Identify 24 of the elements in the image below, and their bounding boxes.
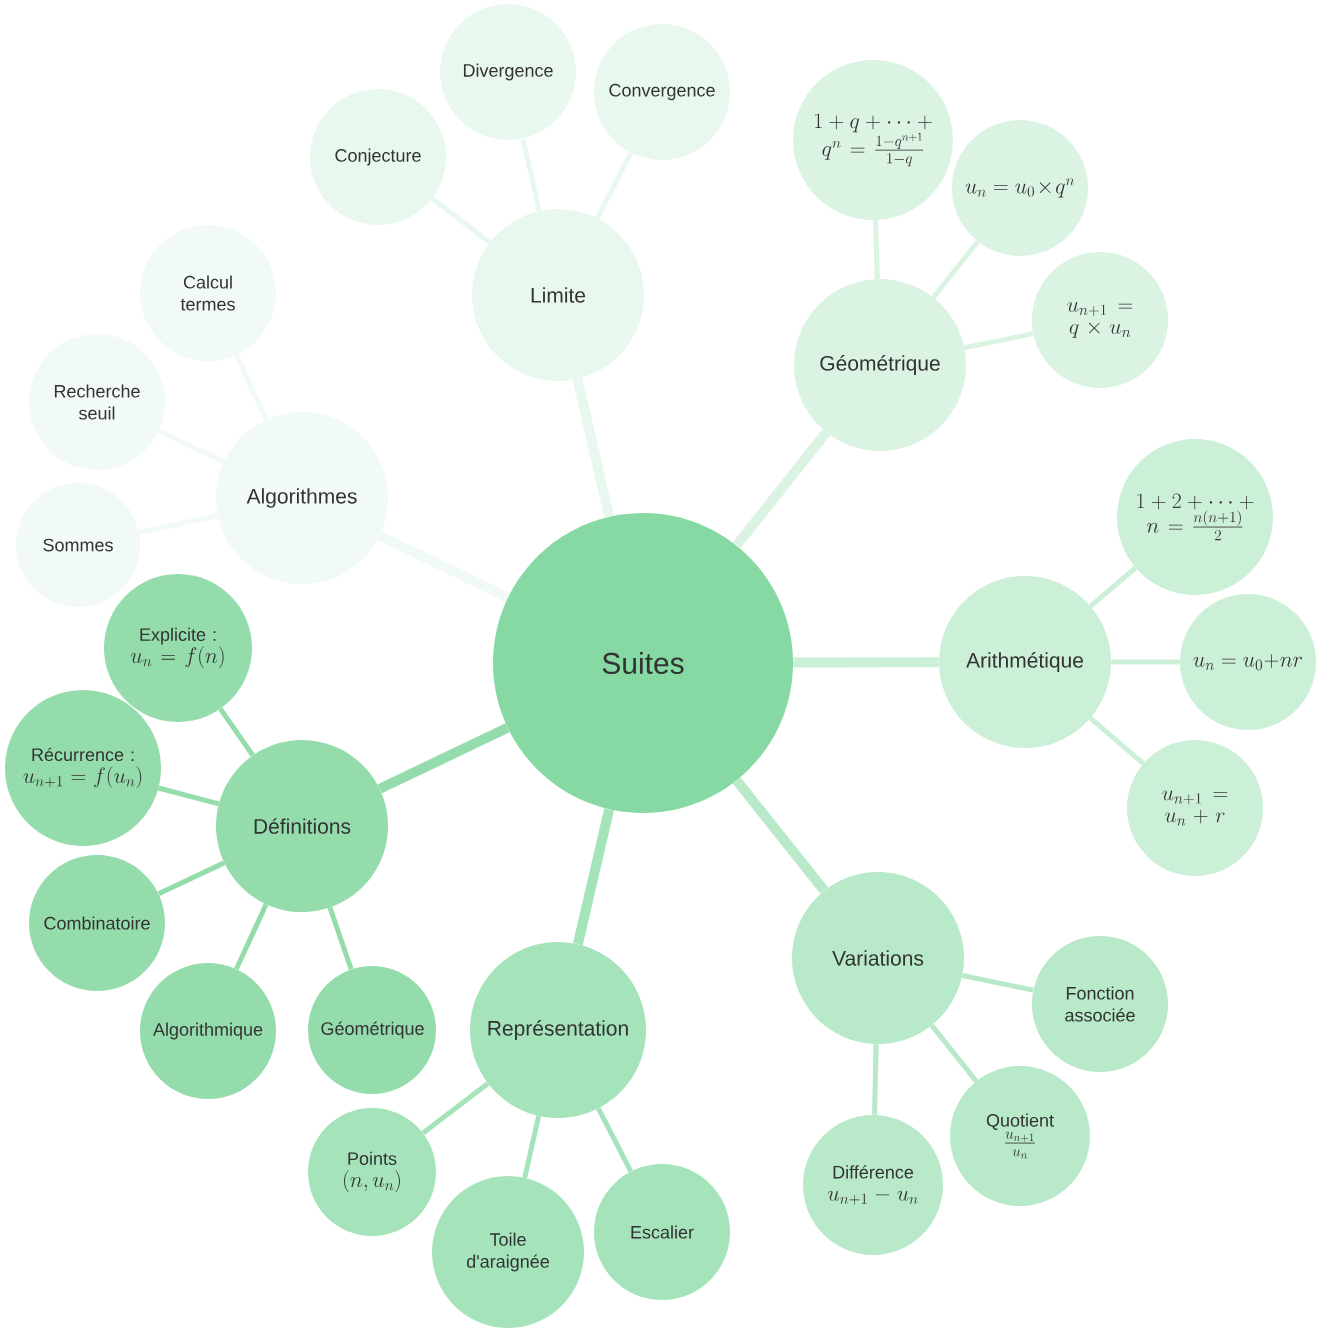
- branch-connector: [157, 860, 226, 897]
- branch-connector: [872, 1044, 879, 1115]
- branch-connector: [1088, 565, 1138, 608]
- branch-connector: [732, 777, 829, 894]
- branch-connector: [218, 707, 255, 757]
- branch-connector: [234, 903, 269, 971]
- branch-connector: [732, 429, 831, 549]
- branch-connector: [596, 1107, 633, 1173]
- branch-connector: [377, 531, 510, 603]
- branch-connector: [377, 723, 510, 794]
- branch-connector: [873, 220, 880, 279]
- branch-connector: [573, 808, 614, 946]
- branch-connector: [963, 331, 1034, 351]
- branch-connector: [157, 785, 220, 807]
- branch-connector: [1088, 716, 1145, 766]
- branch-connector: [961, 973, 1034, 993]
- branch-connector: [421, 1081, 490, 1136]
- branch-connector: [572, 377, 615, 518]
- branch-connector: [931, 239, 980, 299]
- branch-connector: [327, 906, 354, 971]
- branch-connector: [793, 657, 939, 668]
- branch-connector: [522, 1115, 542, 1179]
- branch-connector: [929, 1023, 979, 1083]
- branch-connector: [1111, 659, 1180, 665]
